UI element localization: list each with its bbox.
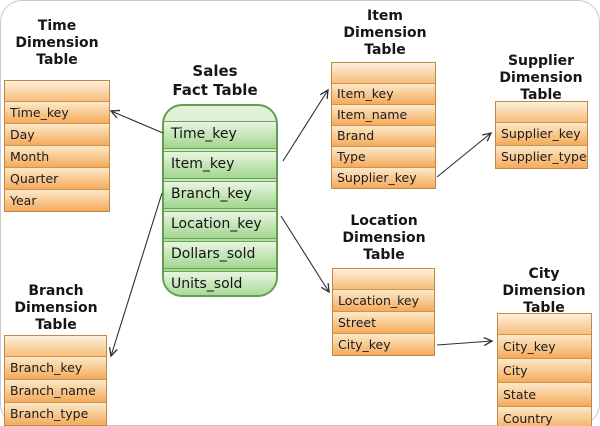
table-row: State: [498, 382, 591, 406]
item-table-title: Item Dimension Table: [343, 8, 427, 58]
table-row: Branch_key: [5, 356, 106, 379]
location-dimension-table: Location_key Street City_key: [332, 268, 435, 356]
table-row: Country: [498, 406, 591, 426]
branch-dimension-table: Branch_key Branch_name Branch_type: [4, 335, 107, 426]
table-header-bar: [333, 269, 434, 289]
table-row: Location_key: [333, 289, 434, 311]
table-row: Item_name: [332, 104, 435, 125]
sales-fact-table-title: Sales Fact Table: [172, 62, 258, 99]
table-row: Time_key: [164, 121, 276, 149]
table-row: Brand: [332, 125, 435, 146]
location-table-title: Location Dimension Table: [342, 213, 426, 263]
table-row: Time_key: [5, 101, 109, 123]
table-row: Street: [333, 311, 434, 333]
table-row: Day: [5, 123, 109, 145]
time-dimension-table: Time_key Day Month Quarter Year: [4, 80, 110, 212]
supplier-table-title: Supplier Dimension Table: [499, 53, 583, 103]
table-header-bar: [332, 63, 435, 83]
table-row: Supplier_key: [332, 167, 435, 188]
table-row: Location_key: [164, 211, 276, 239]
table-row: Type: [332, 146, 435, 167]
table-header-bar: [496, 102, 587, 122]
table-row: Branch_name: [5, 379, 106, 402]
city-table-title: City Dimension Table: [502, 266, 586, 316]
table-row: Quarter: [5, 167, 109, 189]
table-header-bar: [5, 81, 109, 101]
table-row: City_key: [333, 333, 434, 355]
branch-table-title: Branch Dimension Table: [14, 283, 98, 333]
table-row: Units_sold: [164, 271, 276, 295]
sales-fact-table: Time_key Item_key Branch_key Location_ke…: [162, 104, 278, 297]
table-row: Item_key: [332, 83, 435, 104]
table-row: Supplier_key: [496, 122, 587, 145]
table-row: City_key: [498, 334, 591, 358]
item-dimension-table: Item_key Item_name Brand Type Supplier_k…: [331, 62, 436, 189]
table-row: Branch_type: [5, 402, 106, 425]
table-header-bar: [498, 314, 591, 334]
table-row: Branch_key: [164, 181, 276, 209]
table-row: Month: [5, 145, 109, 167]
table-row: City: [498, 358, 591, 382]
table-row: Item_key: [164, 151, 276, 179]
supplier-dimension-table: Supplier_key Supplier_type: [495, 101, 588, 169]
table-header-bar: [5, 336, 106, 356]
table-row: Supplier_type: [496, 145, 587, 168]
table-row: Year: [5, 189, 109, 211]
time-table-title: Time Dimension Table: [15, 18, 99, 68]
table-row: Dollars_sold: [164, 241, 276, 269]
city-dimension-table: City_key City State Country: [497, 313, 592, 426]
